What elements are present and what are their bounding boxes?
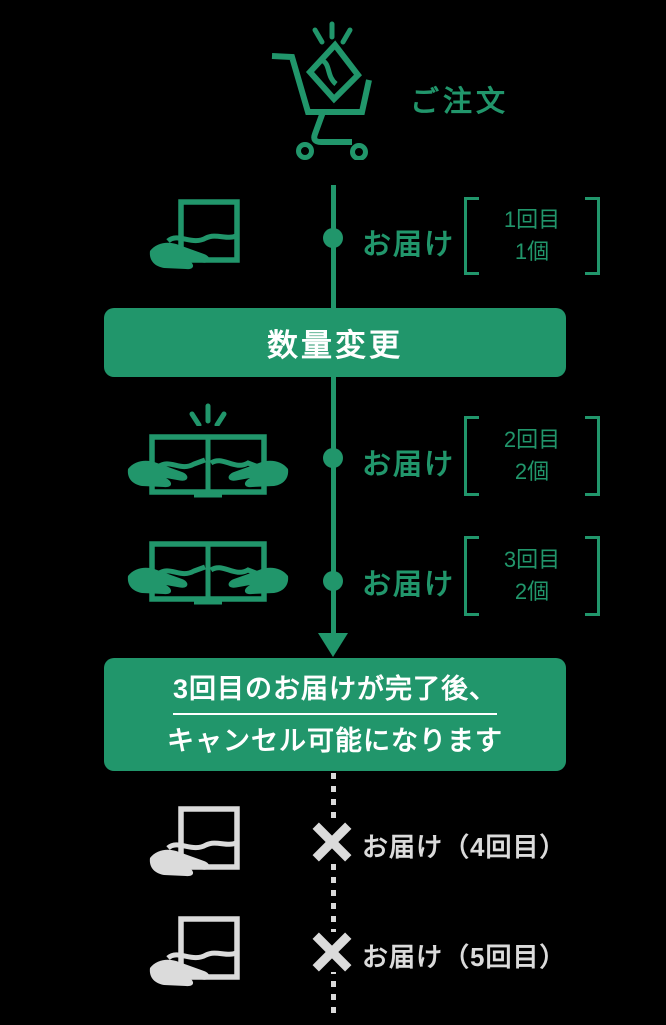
quantity-change-banner: 数量変更	[104, 308, 566, 377]
quantity-change-label: 数量変更	[267, 328, 403, 363]
double-hand-box-icon	[126, 541, 290, 605]
delivery-qty: 2個	[514, 459, 550, 484]
order-label: ご注文	[410, 86, 510, 118]
delivery-round: 3回目	[503, 547, 561, 572]
delivery-round: 2回目	[503, 427, 561, 452]
delivery-label: お届け	[362, 229, 456, 261]
cancel-possible-banner: 3回目のお届けが完了後、 キャンセル可能になります	[104, 658, 566, 771]
delivery-label: お届け	[362, 569, 456, 601]
cancelled-delivery-label: お届け（5回目）	[362, 942, 567, 972]
delivery-round: 1回目	[503, 207, 561, 232]
delivery-count-bracket: 1回目 1個	[464, 197, 600, 275]
cancel-banner-line2: キャンセル可能になります	[167, 725, 503, 756]
cancel-cross-icon	[312, 932, 352, 972]
timeline-dot	[323, 228, 343, 248]
delivery-qty: 1個	[514, 239, 550, 264]
cancel-cross-icon	[312, 822, 352, 862]
delivery-qty: 2個	[514, 579, 550, 604]
hand-box-icon	[148, 199, 240, 271]
timeline-dot	[323, 448, 343, 468]
delivery-count-bracket: 3回目 2個	[464, 536, 600, 616]
timeline-dot	[323, 571, 343, 591]
shopping-cart-icon	[266, 20, 372, 160]
hand-box-icon	[148, 916, 240, 988]
timeline-dotted-line	[331, 773, 336, 1015]
hand-box-icon	[148, 806, 240, 878]
cancel-banner-line1: 3回目のお届けが完了後、	[172, 669, 497, 715]
cancelled-delivery-label: お届け（4回目）	[362, 832, 567, 862]
arrow-down-icon	[318, 633, 348, 657]
timeline-line	[331, 185, 336, 635]
double-hand-box-sparkle-icon	[126, 392, 290, 498]
delivery-count-bracket: 2回目 2個	[464, 416, 600, 496]
delivery-label: お届け	[362, 449, 456, 481]
